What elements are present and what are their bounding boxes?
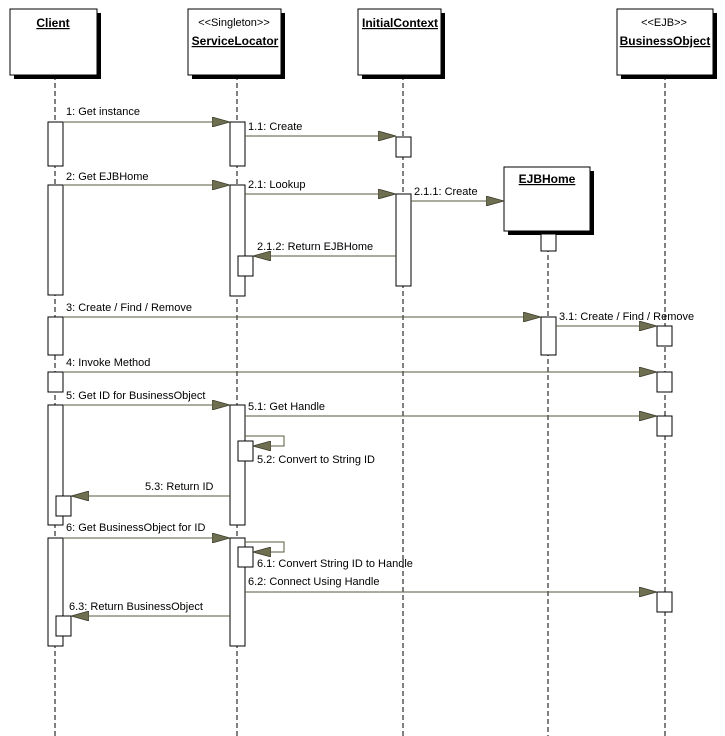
- participant-stereotype: <<EJB>>: [641, 17, 687, 29]
- participant-stereotype: <<Singleton>>: [198, 17, 270, 29]
- message-label: 2.1.2: Return EJBHome: [257, 241, 373, 253]
- participant-name: EJBHome: [519, 172, 576, 186]
- activation-box: [229, 121, 246, 167]
- message-label: 3: Create / Find / Remove: [66, 302, 192, 314]
- message-label: 2.1: Lookup: [248, 179, 306, 191]
- activation-box: [47, 316, 64, 356]
- activation-box: [395, 136, 412, 158]
- message-label: 5.3: Return ID: [145, 481, 214, 493]
- self-message-arrow: [245, 541, 285, 552]
- message-label: 4: Invoke Method: [66, 357, 150, 369]
- participant-name: ServiceLocator: [192, 34, 279, 48]
- participant-initialcontext: InitialContext: [357, 8, 445, 79]
- activation-box: [656, 325, 673, 347]
- message-label: 2: Get EJBHome: [66, 171, 149, 183]
- participant-client: Client: [9, 8, 101, 79]
- activation-box: [656, 415, 673, 437]
- activation-box: [237, 546, 254, 568]
- message-label: 6: Get BusinessObject for ID: [66, 522, 205, 534]
- activation-box: [47, 404, 64, 526]
- participant-businessobject: <<EJB>> BusinessObject: [616, 8, 717, 79]
- message-label: 5.1: Get Handle: [248, 401, 325, 413]
- participant-ejbhome: EJBHome: [503, 166, 594, 235]
- message-label: 6.1: Convert String ID to Handle: [257, 558, 413, 570]
- activation-box: [55, 615, 72, 637]
- activation-box: [47, 121, 64, 167]
- message-label: 5: Get ID for BusinessObject: [66, 390, 205, 402]
- participant-name: Client: [36, 16, 69, 30]
- participant-name: BusinessObject: [620, 34, 711, 48]
- activation-box: [55, 495, 72, 517]
- participant-servicelocator: <<Singleton>> ServiceLocator: [187, 8, 285, 79]
- activation-box: [229, 184, 246, 297]
- participant-name: InitialContext: [362, 16, 438, 30]
- activation-box: [47, 184, 64, 296]
- message-label: 6.2: Connect Using Handle: [248, 576, 379, 588]
- activation-box: [540, 233, 557, 252]
- self-message-arrow: [245, 435, 285, 446]
- activation-box: [229, 404, 246, 526]
- message-label: 3.1: Create / Find / Remove: [559, 311, 694, 323]
- activation-box: [47, 371, 64, 393]
- message-label: 1: Get instance: [66, 106, 140, 118]
- activation-box: [656, 371, 673, 393]
- activation-box: [395, 193, 412, 287]
- message-label: 6.3: Return BusinessObject: [69, 601, 203, 613]
- activation-box: [540, 316, 557, 356]
- message-label: 1.1: Create: [248, 121, 302, 133]
- activation-box: [656, 591, 673, 613]
- message-label: 2.1.1: Create: [414, 186, 478, 198]
- activation-box: [237, 440, 254, 462]
- message-label: 5.2: Convert to String ID: [257, 454, 375, 466]
- activation-box: [237, 255, 254, 277]
